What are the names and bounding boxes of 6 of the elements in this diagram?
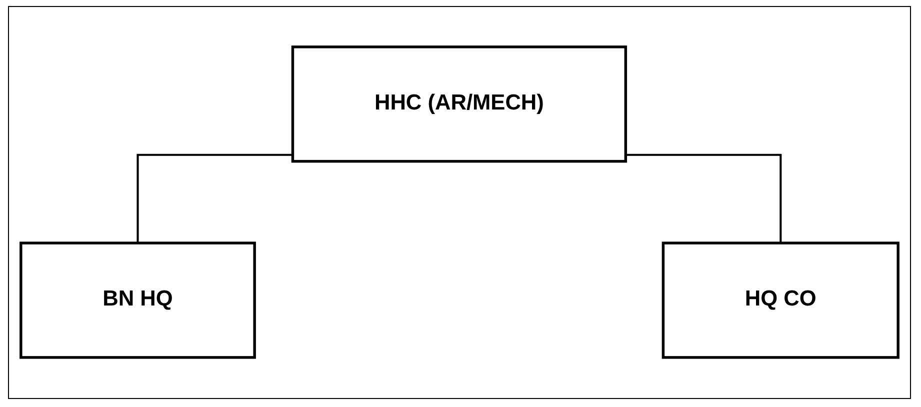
connector [626,154,782,244]
org-chart-drawing: HHC (AR/MECH) BN HQ HQ CO [10,36,909,369]
node-box [662,242,900,360]
node-box [20,242,256,360]
node-box [291,46,628,163]
connector [136,154,293,244]
